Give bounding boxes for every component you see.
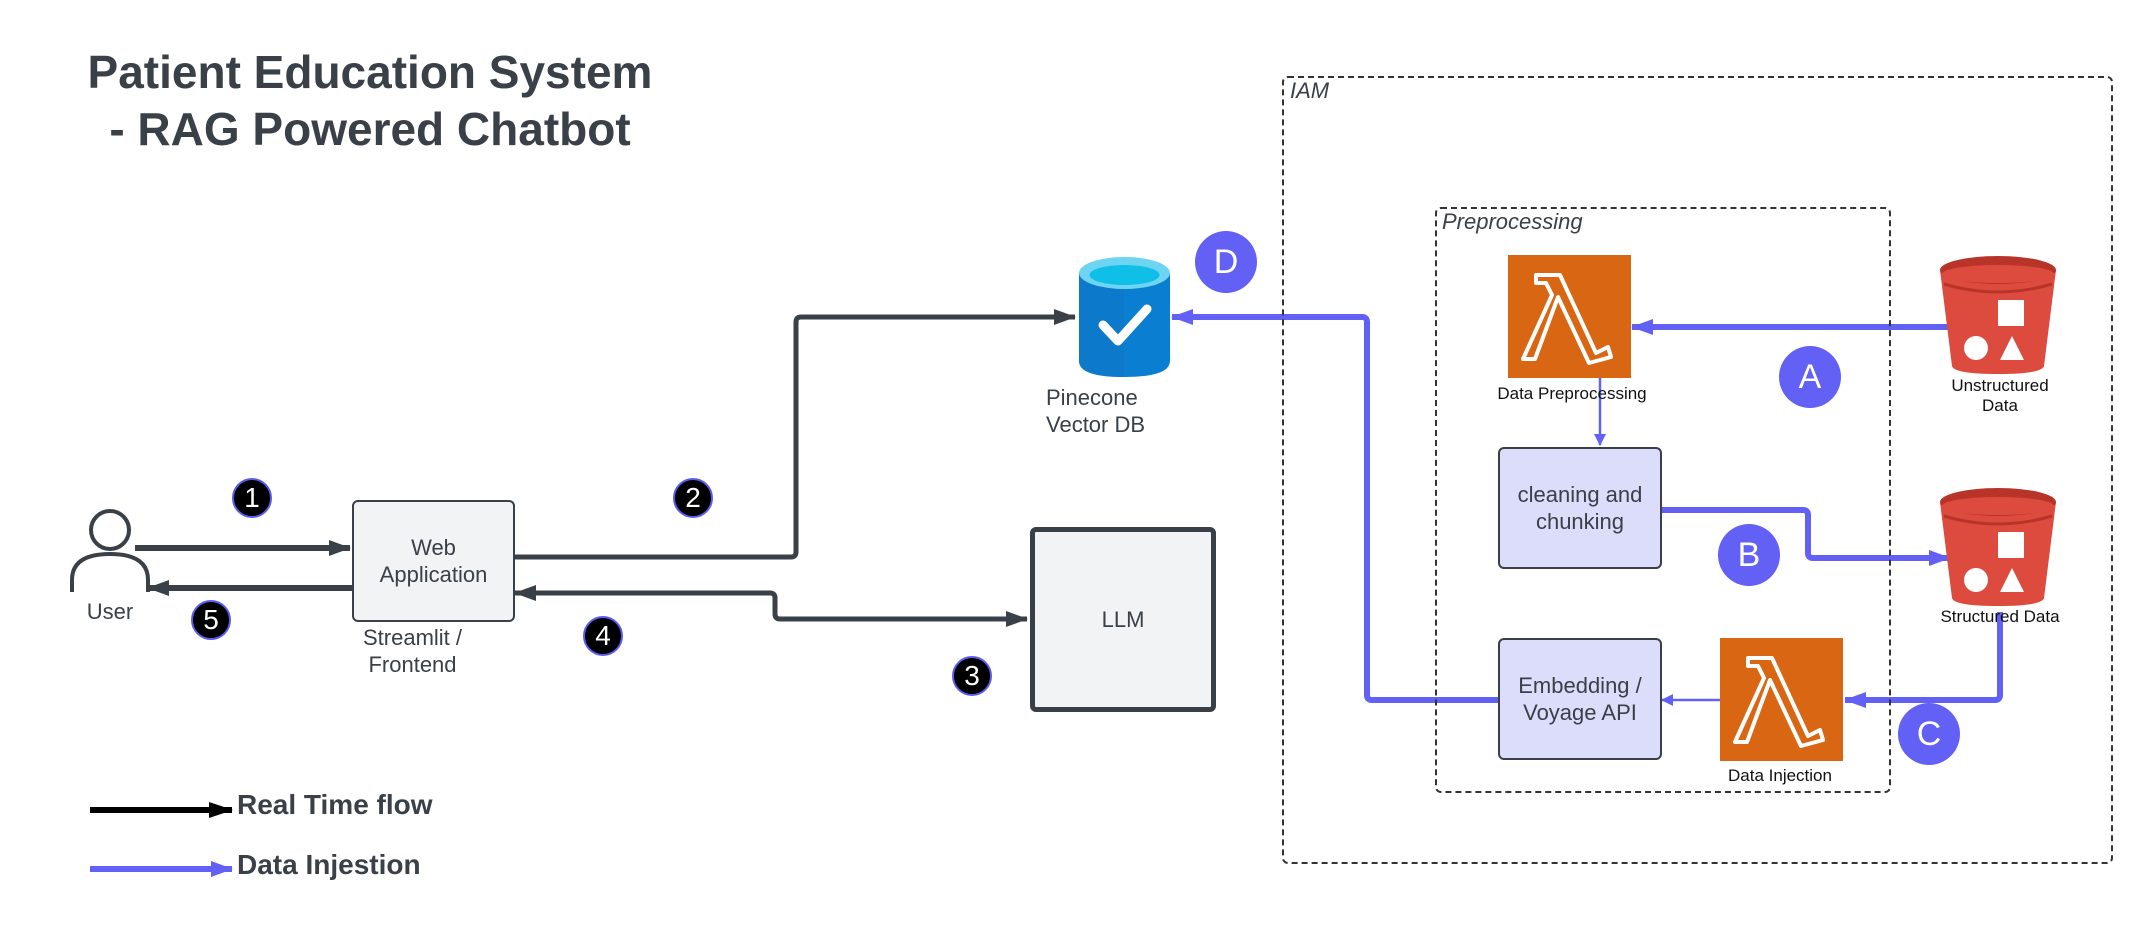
user-icon <box>70 509 150 592</box>
lambda-preprocessing-label: Data Preprocessing <box>1497 384 1647 403</box>
embedding-label: Embedding / Voyage API <box>1518 673 1642 725</box>
user-label: User <box>86 599 134 624</box>
lambda-injection-node <box>1720 638 1843 761</box>
web-app-node: Web Application <box>352 500 515 622</box>
ingestion-badge-d: D <box>1195 231 1257 293</box>
ingestion-badge-c: C <box>1898 703 1960 765</box>
step-badge-2: 2 <box>673 478 713 518</box>
ingestion-badge-b: B <box>1718 524 1780 586</box>
legend-ingestion-label: Data Injestion <box>237 849 421 880</box>
step-badge-3: 3 <box>952 656 992 696</box>
web-app-label: Web Application <box>379 535 488 587</box>
ingestion-badge-a: A <box>1779 346 1841 408</box>
diagram-title: Patient Education System - RAG Powered C… <box>87 46 653 155</box>
preprocessing-group <box>1435 207 1891 793</box>
iam-group-label: IAM <box>1290 78 1330 103</box>
vector-db-label: Pinecone Vector DB <box>1046 385 1146 437</box>
web-app-sublabel: Streamlit / Frontend <box>362 625 463 677</box>
bucket-icon <box>1940 256 2056 374</box>
lambda-injection-label: Data Injection <box>1728 766 1832 785</box>
flow-b-cleaning-to-bucket <box>1662 507 1951 566</box>
cleaning-node: cleaning and chunking <box>1498 447 1662 569</box>
flow-c-bucket-to-lambda <box>1844 612 2003 708</box>
iam-group <box>1282 76 2113 864</box>
database-icon <box>1079 257 1170 377</box>
llm-label: LLM <box>1101 606 1145 632</box>
preprocessing-group-label: Preprocessing <box>1442 209 1583 234</box>
flow-d-embedding-to-db <box>1171 309 1502 703</box>
lambda-icon <box>1521 273 1613 365</box>
step-badge-4: 4 <box>583 616 623 656</box>
llm-node: LLM <box>1030 527 1216 712</box>
lambda-icon <box>1733 656 1825 748</box>
embedding-node: Embedding / Voyage API <box>1498 638 1662 760</box>
bucket-icon <box>1940 488 2056 606</box>
cleaning-label: cleaning and chunking <box>1517 482 1643 534</box>
bucket-structured-label: Structured Data <box>1940 607 2060 626</box>
step-badge-1: 1 <box>232 478 272 518</box>
flow-2-webapp-to-db <box>515 309 1076 560</box>
legend-realtime-label: Real Time flow <box>237 789 433 820</box>
flow-3-webapp-to-llm <box>515 590 1028 627</box>
bucket-unstructured-label: Unstructured Data <box>1951 376 2049 415</box>
step-badge-5: 5 <box>191 600 231 640</box>
lambda-preprocessing-node <box>1508 255 1631 378</box>
